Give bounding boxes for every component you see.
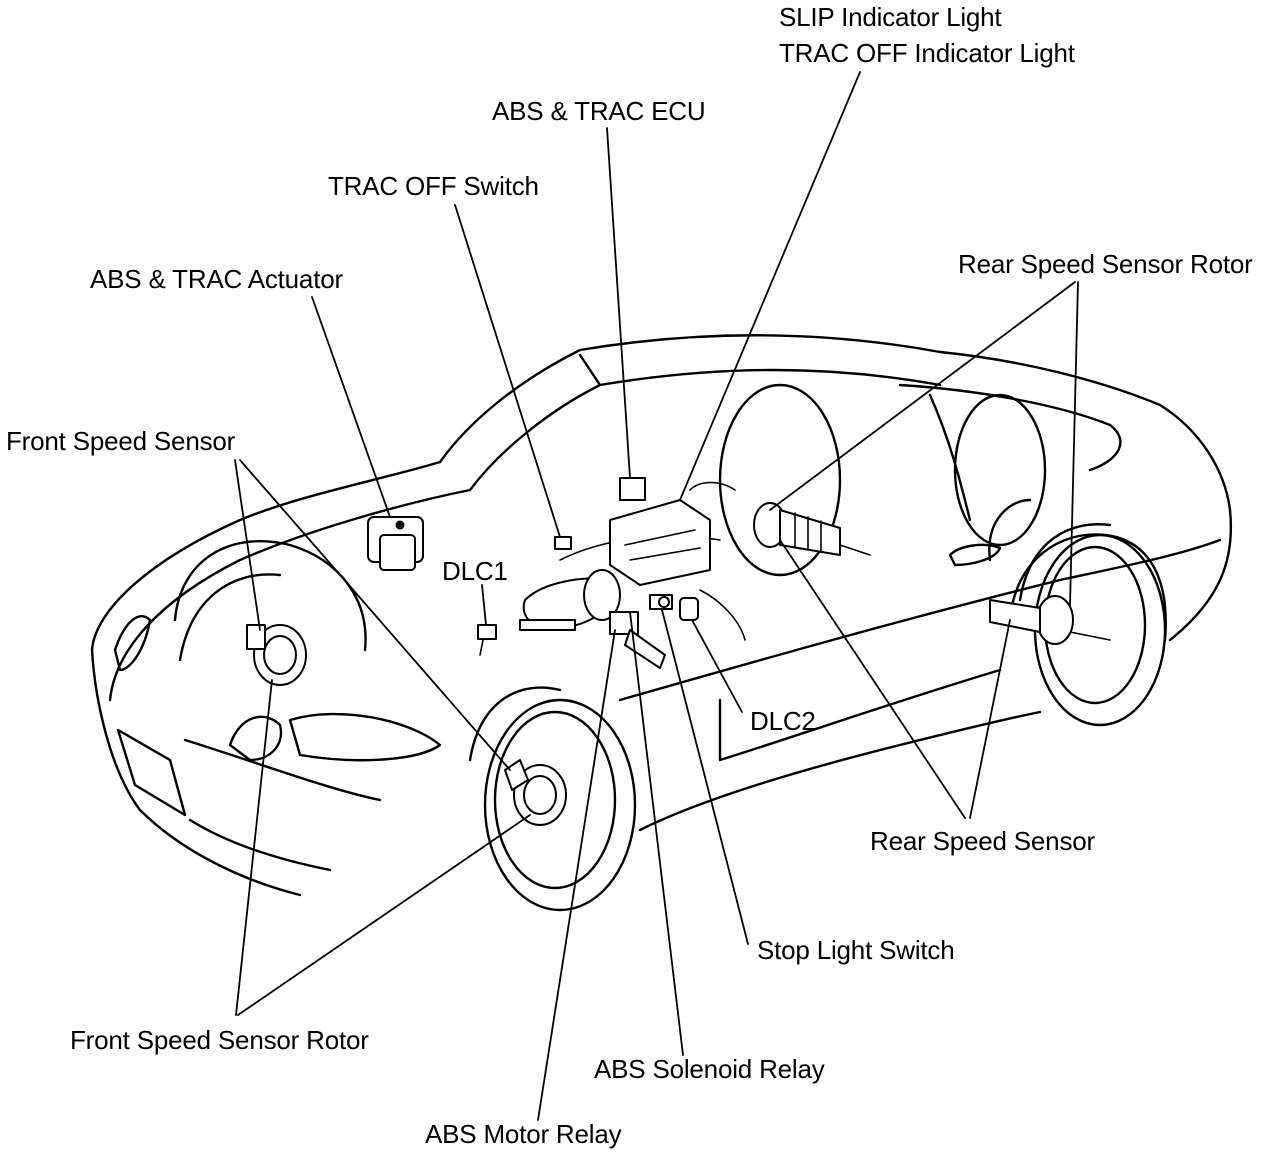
stop-light-switch-part [649, 594, 673, 610]
dlc1-part [477, 624, 497, 656]
car-body [90, 334, 1233, 912]
label-abs-trac-actuator: ABS & TRAC Actuator [90, 264, 343, 294]
trac-off-switch-part [554, 536, 572, 550]
label-rear-speed-sensor-rotor: Rear Speed Sensor Rotor [958, 249, 1253, 279]
label-front-speed-sensor: Front Speed Sensor [6, 426, 236, 456]
dlc2-part [679, 597, 699, 621]
abs-trac-actuator [367, 516, 424, 571]
relays [609, 611, 666, 669]
label-front-speed-sensor-rotor: Front Speed Sensor Rotor [70, 1025, 369, 1055]
label-abs-solenoid-relay: ABS Solenoid Relay [594, 1054, 825, 1084]
abs-trac-ecu [609, 477, 711, 586]
label-stop-light-switch: Stop Light Switch [757, 935, 955, 965]
label-abs-trac-ecu: ABS & TRAC ECU [492, 96, 706, 126]
master-cylinder [519, 569, 621, 631]
front-speed-sensor-right [504, 759, 567, 826]
label-rear-speed-sensor: Rear Speed Sensor [870, 826, 1095, 856]
label-slip-indicator-light: SLIP Indicator Light [779, 2, 1002, 32]
label-dlc1: DLC1 [442, 556, 508, 586]
leader-lines [234, 71, 1079, 1121]
label-trac-off-switch: TRAC OFF Switch [328, 171, 539, 201]
label-abs-motor-relay: ABS Motor Relay [425, 1119, 622, 1149]
label-dlc2: DLC2 [750, 706, 816, 736]
front-speed-sensor-left [246, 624, 307, 686]
rear-speed-sensor-left [989, 595, 1074, 645]
rear-speed-sensor-right [753, 502, 841, 556]
label-trac-off-indicator-light: TRAC OFF Indicator Light [779, 38, 1075, 68]
